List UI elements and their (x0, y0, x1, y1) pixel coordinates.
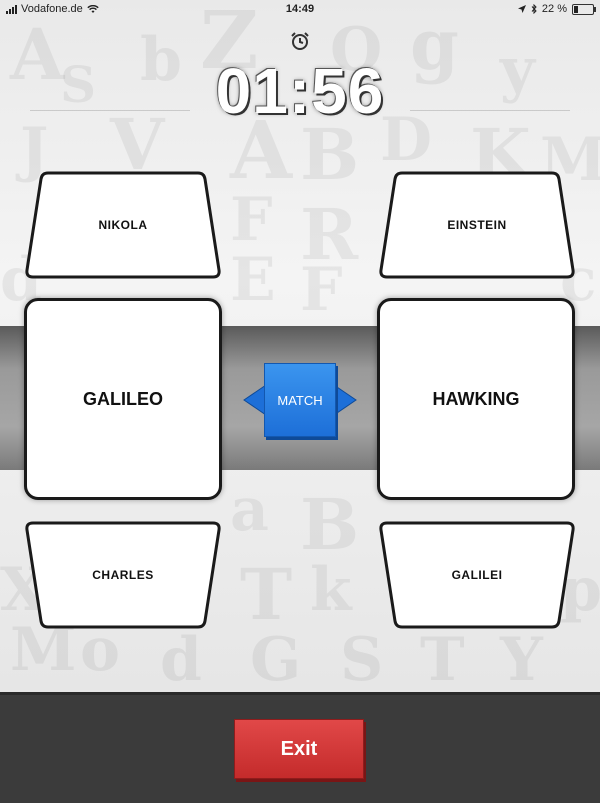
card-charles[interactable]: CHARLES (24, 520, 222, 630)
card-label: GALILEO (83, 388, 163, 409)
card-label: GALILEI (451, 568, 503, 582)
card-shape (25, 171, 221, 279)
match-control[interactable]: MATCH (242, 363, 358, 437)
exit-button[interactable]: Exit (234, 719, 364, 779)
timer-area: 01:56 (0, 30, 600, 127)
clock-label: 14:49 (285, 3, 315, 15)
card-label: HAWKING (432, 388, 520, 409)
wifi-icon (87, 4, 99, 13)
match-arrows-icon (243, 384, 357, 416)
card-einstein[interactable]: EINSTEIN (378, 170, 576, 280)
timer-divider-right (410, 110, 570, 111)
card-shape (379, 521, 575, 629)
status-bar: Vodafone.de 14:49 22 % (0, 0, 600, 18)
card-nikola[interactable]: NIKOLA (24, 170, 222, 280)
match-button[interactable]: MATCH (264, 363, 336, 437)
bluetooth-icon (531, 4, 537, 14)
card-galilei[interactable]: GALILEI (378, 520, 576, 630)
bottom-bar: Exit (0, 692, 600, 803)
card-label: NIKOLA (98, 218, 148, 232)
card-galileo-selected[interactable]: GALILEO (24, 298, 222, 500)
signal-icon (6, 4, 17, 14)
card-shape (25, 521, 221, 629)
card-label: EINSTEIN (447, 218, 507, 232)
timer-divider-left (30, 110, 190, 111)
battery-percent: 22 % (541, 3, 567, 15)
countdown-timer: 01:56 (215, 55, 385, 127)
battery-icon (572, 3, 596, 15)
card-label: CHARLES (92, 568, 154, 582)
card-shape (379, 171, 575, 279)
carrier-label: Vodafone.de (21, 3, 83, 15)
alarm-clock-icon (291, 32, 309, 50)
card-hawking-selected[interactable]: HAWKING (377, 298, 575, 500)
location-arrow-icon (517, 5, 526, 13)
